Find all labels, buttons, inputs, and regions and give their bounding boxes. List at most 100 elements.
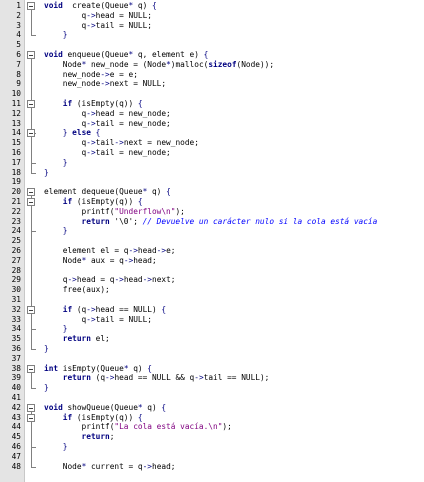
- code-line[interactable]: 44 printf("La cola está vacía.\n");: [0, 422, 424, 432]
- code-text[interactable]: new_node->e = e;: [44, 70, 138, 80]
- code-text[interactable]: }: [44, 30, 68, 40]
- code-line[interactable]: 25: [0, 236, 424, 246]
- code-text[interactable]: void create(Queue* q) {: [44, 1, 157, 11]
- code-line[interactable]: 29 q->head = q->head->next;: [0, 275, 424, 285]
- code-line[interactable]: 41: [0, 393, 424, 403]
- code-line[interactable]: 35 return el;: [0, 334, 424, 344]
- code-line[interactable]: 46 }: [0, 442, 424, 452]
- code-line[interactable]: 40}: [0, 383, 424, 393]
- fold-toggle-icon[interactable]: [27, 51, 35, 59]
- fold-margin[interactable]: [25, 0, 40, 482]
- code-text[interactable]: return '\0'; // Devuelve un carácter nul…: [44, 217, 378, 227]
- code-text[interactable]: q->head = q->head->next;: [44, 275, 176, 285]
- code-line[interactable]: 23 return '\0'; // Devuelve un carácter …: [0, 217, 424, 227]
- fold-toggle-icon[interactable]: [27, 305, 35, 314]
- code-line[interactable]: 19: [0, 177, 424, 187]
- code-text[interactable]: q->tail = new_node;: [44, 148, 171, 158]
- code-text[interactable]: } else {: [44, 128, 101, 138]
- code-line[interactable]: 31: [0, 295, 424, 305]
- code-text[interactable]: Node* aux = q->head;: [44, 256, 157, 266]
- code-line[interactable]: 26 element el = q->head->e;: [0, 246, 424, 256]
- code-line[interactable]: 27 Node* aux = q->head;: [0, 256, 424, 266]
- code-text[interactable]: Node* current = q->head;: [44, 462, 176, 472]
- code-line[interactable]: 28: [0, 266, 424, 276]
- code-text[interactable]: return;: [44, 432, 115, 442]
- code-text[interactable]: }: [44, 344, 49, 354]
- code-text[interactable]: q->tail = new_node;: [44, 119, 171, 129]
- code-text[interactable]: if (isEmpty(q)) {: [44, 99, 143, 109]
- code-line[interactable]: 15 q->tail->next = new_node;: [0, 138, 424, 148]
- code-text[interactable]: free(aux);: [44, 285, 110, 295]
- code-line[interactable]: 12 q->head = new_node;: [0, 109, 424, 119]
- code-line[interactable]: 3 q->tail = NULL;: [0, 21, 424, 31]
- code-line[interactable]: 7 Node* new_node = (Node*)malloc(sizeof(…: [0, 60, 424, 70]
- line-number: 12: [11, 108, 21, 118]
- code-text[interactable]: printf("Underflow\n");: [44, 207, 185, 217]
- code-line[interactable]: 14 } else {: [0, 128, 424, 138]
- code-line[interactable]: 18}: [0, 168, 424, 178]
- code-line[interactable]: 24 }: [0, 226, 424, 236]
- code-line[interactable]: 2 q->head = NULL;: [0, 11, 424, 21]
- code-line[interactable]: 30 free(aux);: [0, 285, 424, 295]
- code-line[interactable]: 47: [0, 452, 424, 462]
- fold-toggle-icon[interactable]: [27, 403, 35, 412]
- code-text[interactable]: void enqueue(Queue* q, element e) {: [44, 50, 208, 60]
- fold-toggle-icon[interactable]: [27, 100, 35, 108]
- code-line[interactable]: 32 if (q->head == NULL) {: [0, 305, 424, 315]
- code-text[interactable]: void showQueue(Queue* q) {: [44, 403, 166, 413]
- fold-toggle-icon[interactable]: [27, 198, 35, 206]
- code-line[interactable]: 33 q->tail = NULL;: [0, 315, 424, 325]
- code-text[interactable]: }: [44, 383, 49, 393]
- code-line[interactable]: 37: [0, 354, 424, 364]
- code-text[interactable]: q->tail = NULL;: [44, 315, 152, 325]
- code-text[interactable]: return (q->head == NULL && q->tail == NU…: [44, 373, 270, 383]
- fold-toggle-icon[interactable]: [27, 364, 35, 373]
- code-line[interactable]: 45 return;: [0, 432, 424, 442]
- code-line[interactable]: 9 new_node->next = NULL;: [0, 79, 424, 89]
- code-text[interactable]: if (q->head == NULL) {: [44, 305, 166, 315]
- code-line[interactable]: 39 return (q->head == NULL && q->tail ==…: [0, 373, 424, 383]
- fold-toggle-icon[interactable]: [27, 129, 35, 138]
- fold-toggle-icon[interactable]: [27, 2, 35, 10]
- code-text[interactable]: int isEmpty(Queue* q) {: [44, 364, 152, 374]
- code-line[interactable]: 17 }: [0, 158, 424, 168]
- code-text[interactable]: }: [44, 158, 68, 168]
- code-text[interactable]: if (isEmpty(q)) {: [44, 413, 143, 423]
- code-line[interactable]: 16 q->tail = new_node;: [0, 148, 424, 158]
- code-text[interactable]: }: [44, 168, 49, 178]
- code-text[interactable]: q->tail->next = new_node;: [44, 138, 199, 148]
- code-text[interactable]: }: [44, 324, 68, 334]
- code-text[interactable]: q->head = NULL;: [44, 11, 152, 21]
- code-text[interactable]: new_node->next = NULL;: [44, 79, 166, 89]
- code-text[interactable]: q->tail = NULL;: [44, 21, 152, 31]
- code-text[interactable]: q->head = new_node;: [44, 109, 171, 119]
- code-text[interactable]: printf("La cola está vacía.\n");: [44, 422, 232, 432]
- code-text[interactable]: element el = q->head->e;: [44, 246, 176, 256]
- fold-toggle-icon[interactable]: [27, 413, 35, 422]
- code-line[interactable]: 43 if (isEmpty(q)) {: [0, 413, 424, 423]
- code-line[interactable]: 36}: [0, 344, 424, 354]
- code-line[interactable]: 4 }: [0, 30, 424, 40]
- code-line[interactable]: 8 new_node->e = e;: [0, 70, 424, 80]
- fold-toggle-icon[interactable]: [27, 188, 35, 197]
- code-line[interactable]: 5: [0, 40, 424, 50]
- code-text[interactable]: }: [44, 226, 68, 236]
- code-line[interactable]: 48 Node* current = q->head;: [0, 462, 424, 472]
- code-line[interactable]: 21 if (isEmpty(q)) {: [0, 197, 424, 207]
- code-line[interactable]: 10: [0, 89, 424, 99]
- code-text[interactable]: if (isEmpty(q)) {: [44, 197, 143, 207]
- code-line[interactable]: 13 q->tail = new_node;: [0, 119, 424, 129]
- code-text[interactable]: }: [44, 442, 68, 452]
- code-text[interactable]: return el;: [44, 334, 110, 344]
- code-line[interactable]: 11 if (isEmpty(q)) {: [0, 99, 424, 109]
- code-text[interactable]: Node* new_node = (Node*)malloc(sizeof(No…: [44, 60, 274, 70]
- code-line[interactable]: 22 printf("Underflow\n");: [0, 207, 424, 217]
- code-line[interactable]: 34 }: [0, 324, 424, 334]
- code-text[interactable]: element dequeue(Queue* q) {: [44, 187, 171, 197]
